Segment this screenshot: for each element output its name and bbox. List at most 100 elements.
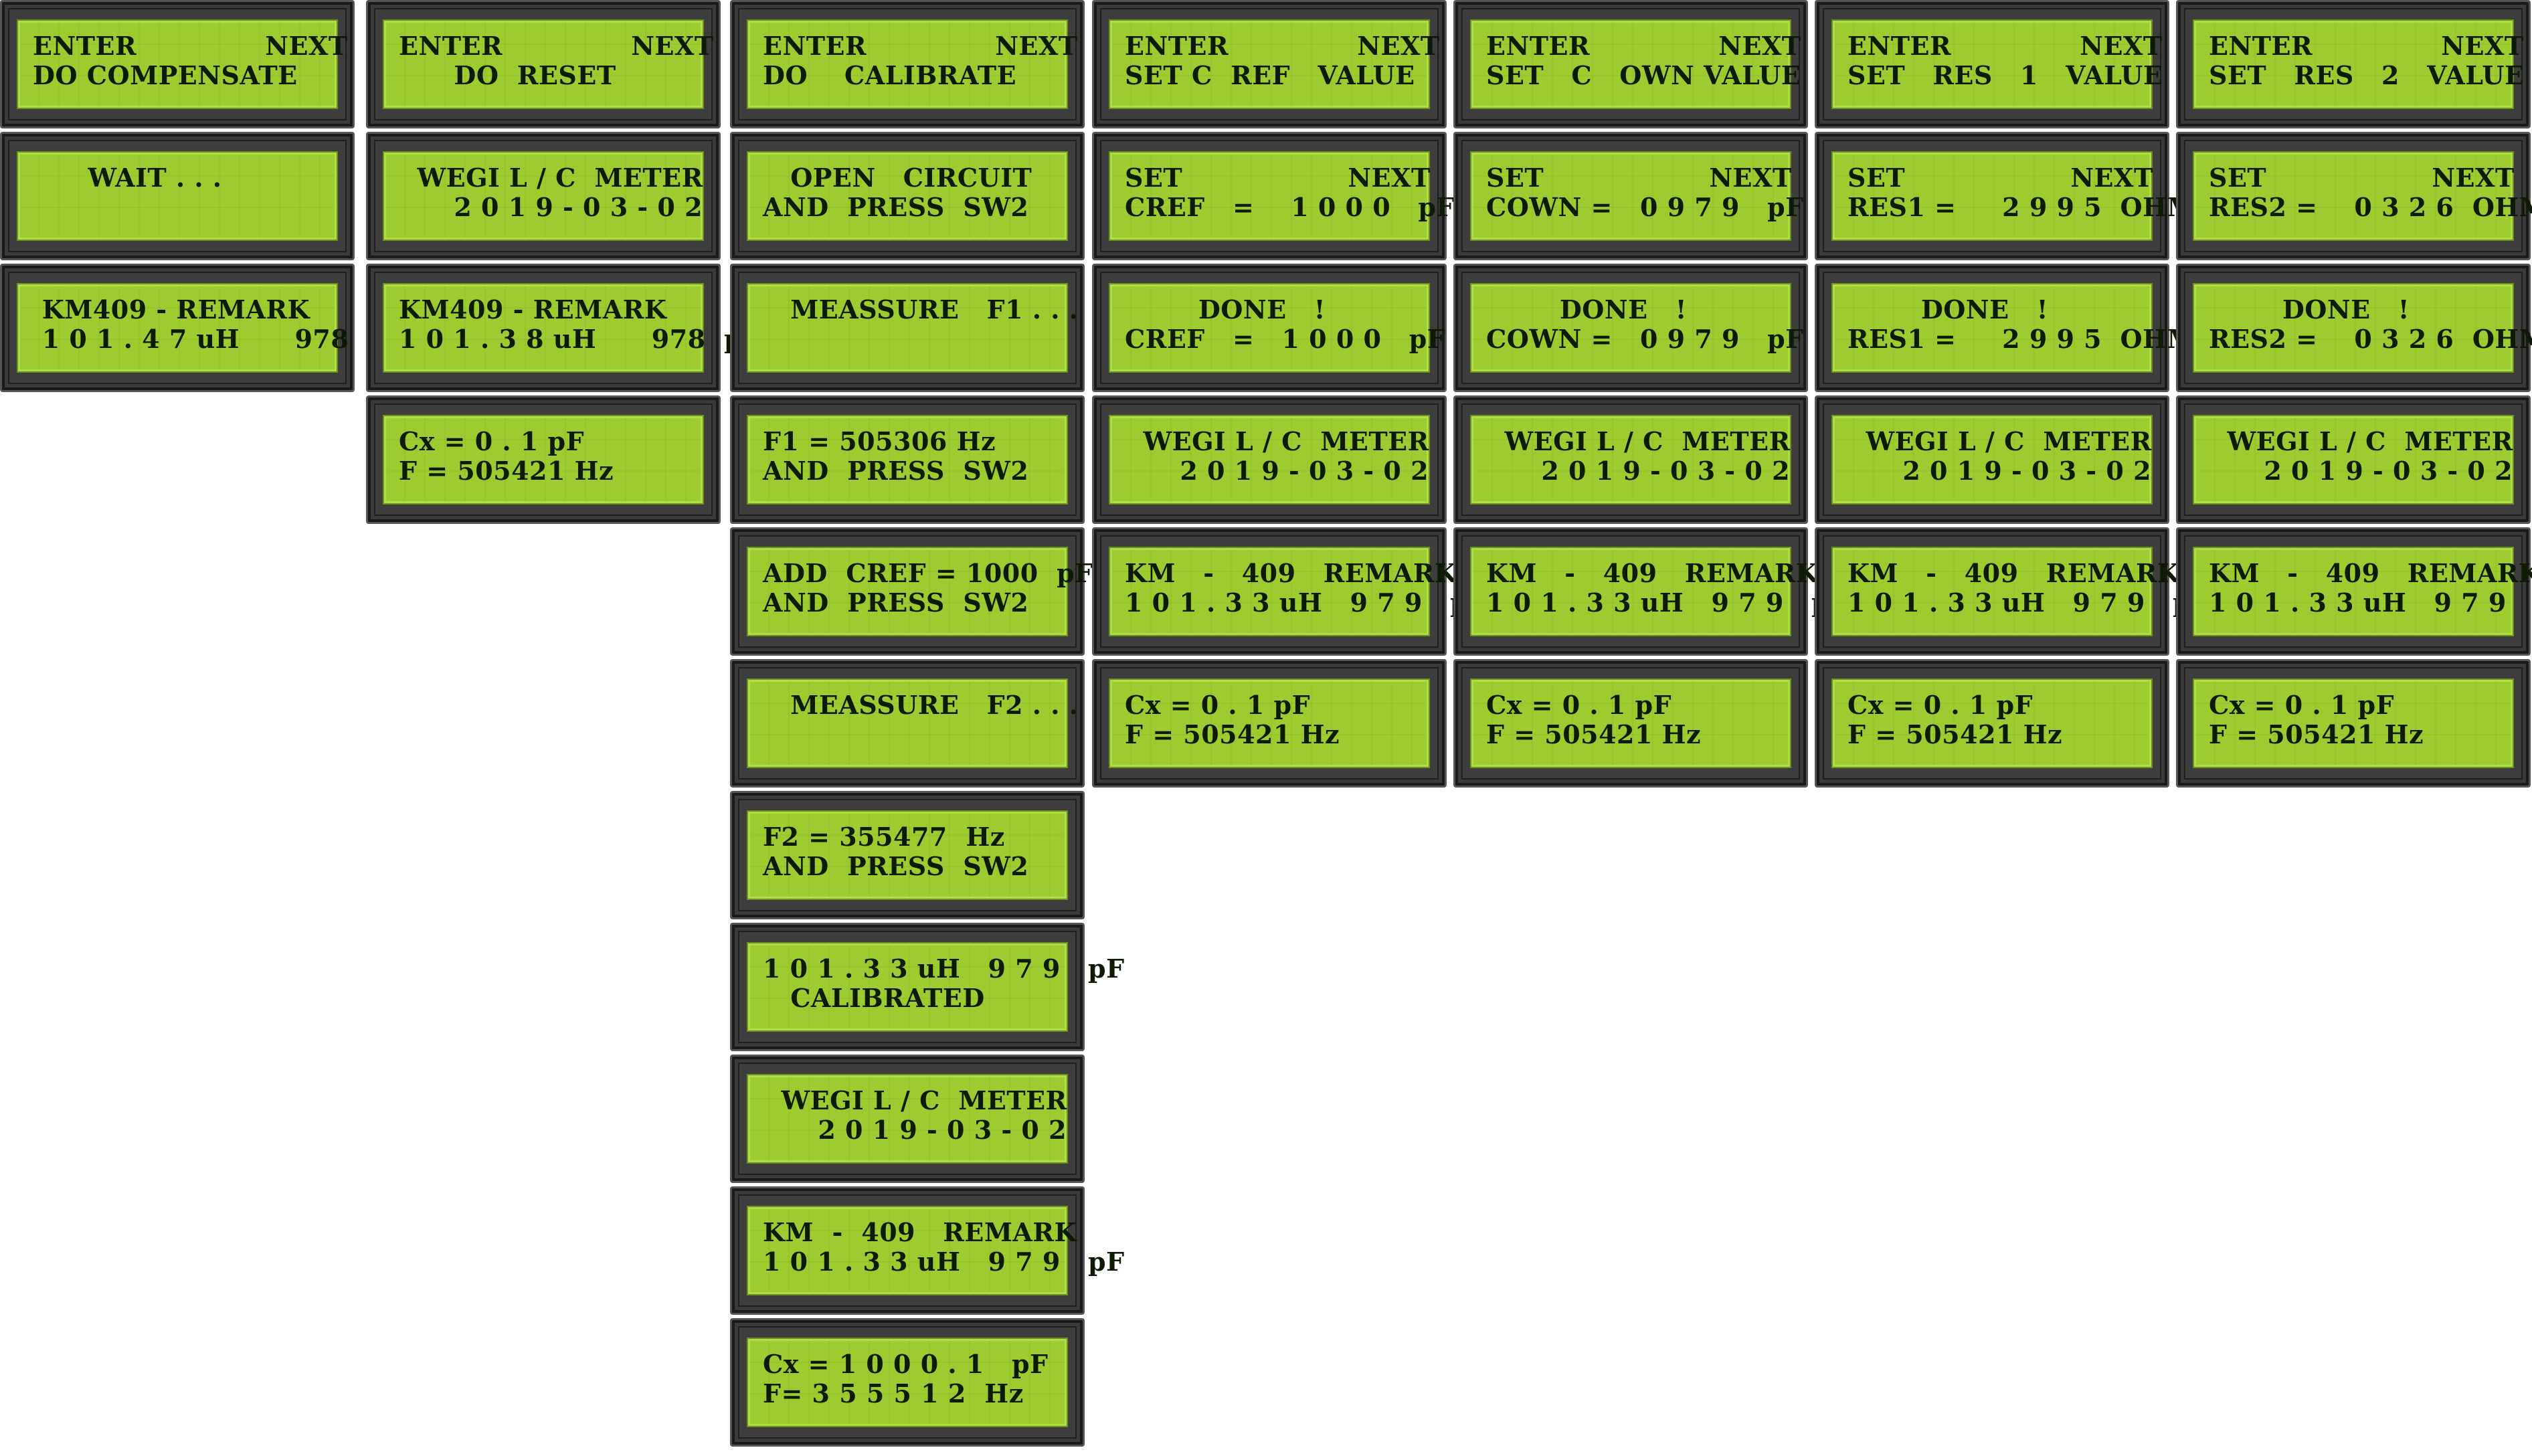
lcd-line-1: ADD CREF = 1000 pF <box>763 558 1093 588</box>
lcd-line-2 <box>33 193 325 222</box>
lcd-line-2: F= 3 5 5 5 1 2 Hz <box>763 1378 1024 1408</box>
lcd-display: MEASSURE F1 . . . <box>730 264 1085 392</box>
lcd-display: DONE !COWN = 0 9 7 9 pF <box>1453 264 1808 392</box>
lcd-screen: WEGI L / C METER 2 0 1 9 - 0 3 - 0 2 <box>1831 415 2153 505</box>
lcd-line-2: RES1 = 2 9 9 5 OHM <box>1847 324 2196 354</box>
lcd-screen: WEGI L / C METER 2 0 1 9 - 0 3 - 0 2 <box>1109 415 1430 505</box>
lcd-line-1: DONE ! <box>1486 294 1687 325</box>
lcd-display: WEGI L / C METER 2 0 1 9 - 0 3 - 0 2 <box>1092 395 1447 524</box>
lcd-display: DONE !CREF = 1 0 0 0 pF <box>1092 264 1447 392</box>
lcd-line-2: 2 0 1 9 - 0 3 - 0 2 <box>1486 456 1791 486</box>
lcd-line-1: F2 = 355477 Hz <box>763 822 1005 852</box>
lcd-display: WEGI L / C METER 2 0 1 9 - 0 3 - 0 2 <box>730 1055 1085 1183</box>
lcd-line-1: WEGI L / C METER <box>399 163 703 193</box>
lcd-line-1: ENTER NEXT <box>2209 31 2524 61</box>
lcd-line-1: WEGI L / C METER <box>1125 426 1429 456</box>
lcd-display: WEGI L / C METER 2 0 1 9 - 0 3 - 0 2 <box>2176 395 2531 524</box>
lcd-line-2: AND PRESS SW2 <box>763 587 1029 618</box>
lcd-line-1: DONE ! <box>2209 294 2410 325</box>
lcd-line-1: WEGI L / C METER <box>763 1085 1067 1115</box>
lcd-line-2: 1 0 1 . 3 3 uH 9 7 9 pF <box>1125 587 1487 618</box>
lcd-screen: MEASSURE F1 . . . <box>747 283 1079 373</box>
lcd-line-1: F1 = 505306 Hz <box>763 426 996 456</box>
lcd-line-2: 1 0 1 . 3 3 uH 9 7 9 pF <box>2209 587 2507 618</box>
lcd-line-2: RES1 = 2 9 9 5 OHM <box>1847 192 2196 222</box>
lcd-line-1: Cx = 0 . 1 pF <box>1486 690 1672 720</box>
lcd-line-2: DO CALIBRATE <box>763 60 1017 90</box>
lcd-line-1: WEGI L / C METER <box>1847 426 2152 456</box>
lcd-line-1: WEGI L / C METER <box>1486 426 1791 456</box>
lcd-screen: WEGI L / C METER 2 0 1 9 - 0 3 - 0 2 <box>747 1074 1068 1164</box>
lcd-line-2: 1 0 1 . 3 3 uH 9 7 9 pF <box>1486 587 1848 618</box>
lcd-screen: WEGI L / C METER 2 0 1 9 - 0 3 - 0 2 <box>2193 415 2514 505</box>
lcd-line-1: MEASSURE F1 . . . <box>763 294 1079 325</box>
lcd-line-1: WAIT . . . <box>33 163 222 193</box>
lcd-line-2: 1 0 1 . 3 3 uH 9 7 9 pF <box>1847 587 2209 618</box>
lcd-line-2 <box>763 720 1055 749</box>
lcd-line-2: SET RES 1 VALUE <box>1847 60 2163 90</box>
lcd-line-1: ENTER NEXT <box>1486 31 1801 61</box>
lcd-line-2: F = 505421 Hz <box>399 456 614 486</box>
lcd-line-1: Cx = 0 . 1 pF <box>399 426 585 456</box>
lcd-line-1: MEASSURE F2 . . . <box>763 690 1079 720</box>
lcd-display: WEGI L / C METER 2 0 1 9 - 0 3 - 0 2 <box>1815 395 2169 524</box>
lcd-screen: DONE !CREF = 1 0 0 0 pF <box>1109 283 1446 373</box>
lcd-line-2: SET C OWN VALUE <box>1486 60 1801 90</box>
lcd-line-1: SET NEXT <box>1847 163 2153 193</box>
lcd-display: DONE !RES2 = 0 3 2 6 OHM <box>2176 264 2532 392</box>
lcd-line-2: 1 0 1 . 3 8 uH 978 pF <box>399 324 761 354</box>
lcd-line-2: 1 0 1 . 4 7 uH 978 pF <box>33 324 404 354</box>
lcd-line-1: SET NEXT <box>1125 163 1431 193</box>
lcd-line-1: KM - 409 REMARK <box>1125 558 1457 588</box>
lcd-line-1: ENTER NEXT <box>33 31 348 61</box>
lcd-line-2: AND PRESS SW2 <box>763 456 1029 486</box>
lcd-display: ENTER NEXT DO RESET <box>366 0 721 128</box>
lcd-line-2: 2 0 1 9 - 0 3 - 0 2 <box>763 1115 1067 1145</box>
lcd-line-2: 2 0 1 9 - 0 3 - 0 2 <box>2209 456 2513 486</box>
lcd-line-1: KM - 409 REMARK <box>1847 558 2180 588</box>
lcd-line-1: ENTER NEXT <box>1125 31 1440 61</box>
lcd-line-1: DONE ! <box>1125 294 1326 325</box>
lcd-line-2: AND PRESS SW2 <box>763 851 1029 881</box>
lcd-line-1: Cx = 1 0 0 0 . 1 pF <box>763 1349 1049 1379</box>
lcd-line-2: RES2 = 0 3 2 6 OHM <box>2209 324 2532 354</box>
lcd-line-1: Cx = 0 . 1 pF <box>1125 690 1311 720</box>
lcd-display: WEGI L / C METER 2 0 1 9 - 0 3 - 0 2 <box>366 132 721 260</box>
lcd-screen: WEGI L / C METER 2 0 1 9 - 0 3 - 0 2 <box>1470 415 1791 505</box>
lcd-line-2: F = 505421 Hz <box>1125 719 1340 749</box>
lcd-screen: DONE !RES1 = 2 9 9 5 OHM <box>1831 283 2196 373</box>
lcd-line-1: KM409 - REMARK <box>33 294 310 325</box>
lcd-line-2: F = 505421 Hz <box>1486 719 1702 749</box>
lcd-line-2: F = 505421 Hz <box>1847 719 2063 749</box>
lcd-line-2: DO RESET <box>399 60 616 90</box>
lcd-line-2: CREF = 1 0 0 0 pF <box>1125 324 1446 354</box>
